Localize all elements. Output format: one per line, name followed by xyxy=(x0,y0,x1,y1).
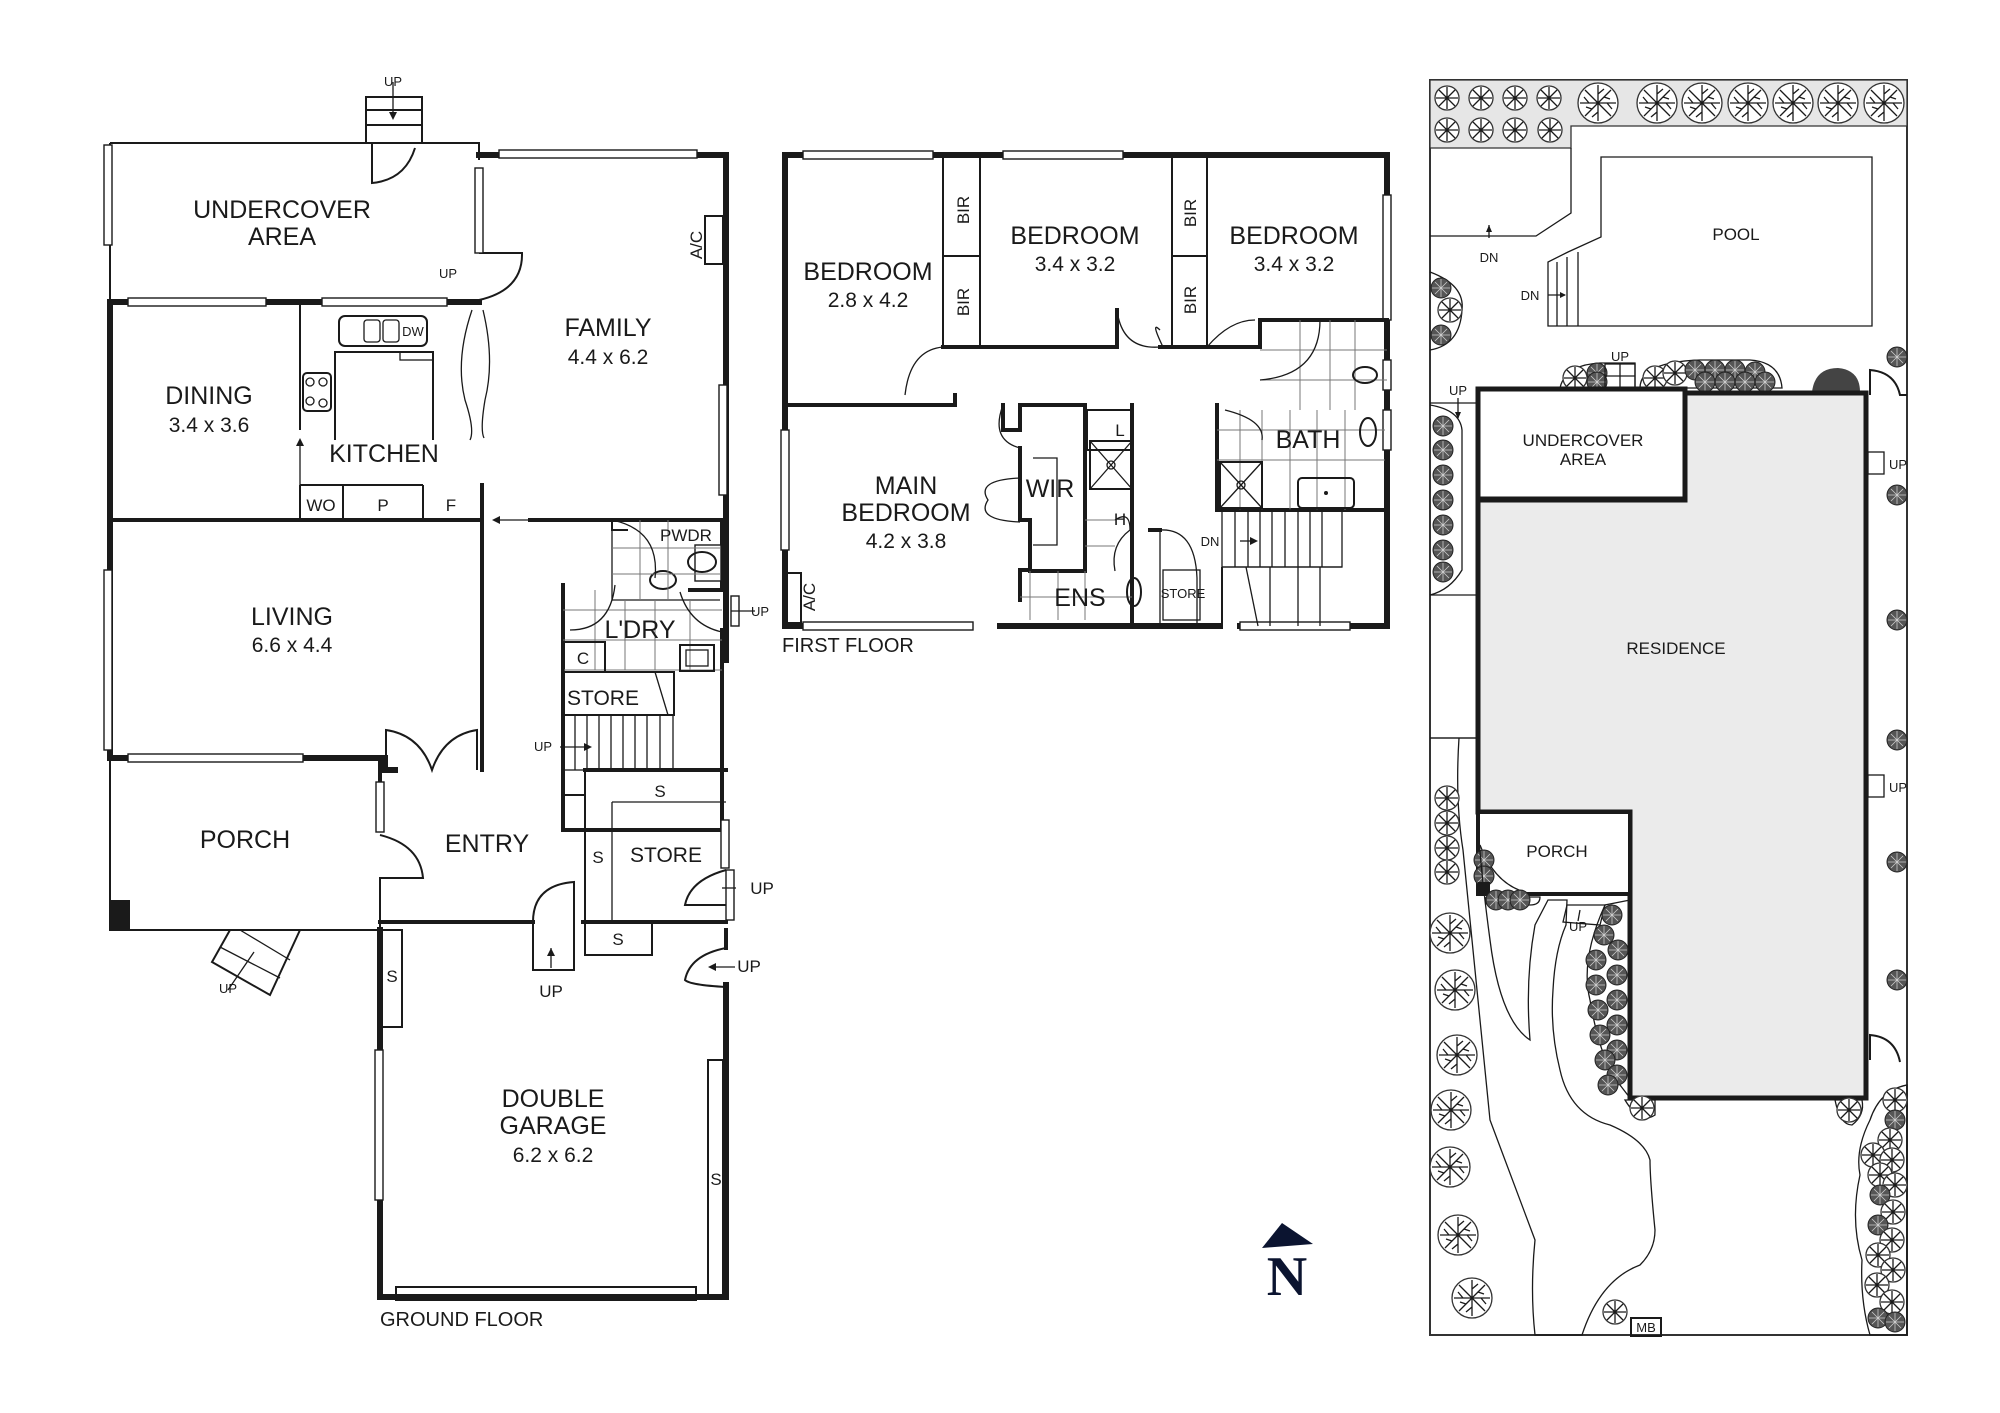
site-stair-dn-1: DN xyxy=(1480,250,1499,265)
north-arrow-icon xyxy=(1262,1223,1313,1248)
room-label-ens: ENS xyxy=(1054,584,1105,612)
room-dims-living: 6.6 x 4.4 xyxy=(252,634,333,657)
site-label-mailbox: MB xyxy=(1636,1320,1656,1335)
first-floor-caption: FIRST FLOOR xyxy=(782,635,914,657)
room-label-bedroom-4: BEDROOM xyxy=(1229,222,1358,250)
site-label-undercover-2: AREA xyxy=(1560,450,1607,469)
room-label-pwdr: PWDR xyxy=(660,526,712,545)
fixture-dw: DW xyxy=(402,324,424,339)
fixture-bir-1: BIR xyxy=(954,196,973,224)
first-floor-labels: BEDROOM 2.8 x 4.2 BEDROOM 3.4 x 3.2 BEDR… xyxy=(782,196,1359,657)
room-label-living: LIVING xyxy=(251,603,333,631)
room-label-entry: ENTRY xyxy=(445,830,530,858)
site-stair-up-2: UP xyxy=(1449,383,1467,398)
room-label-undercover-2: AREA xyxy=(248,223,316,251)
site-plan-labels: POOL UNDERCOVER AREA RESIDENCE PORCH MB … xyxy=(1449,225,1907,1335)
room-dims-dining: 3.4 x 3.6 xyxy=(169,414,250,437)
ground-floor-caption: GROUND FLOOR xyxy=(380,1309,543,1331)
fixture-wo: WO xyxy=(306,496,335,515)
room-label-main-bedroom-2: BEDROOM xyxy=(841,499,970,527)
fixture-s-4: S xyxy=(386,967,397,986)
room-dims-family: 4.4 x 6.2 xyxy=(568,346,649,369)
room-label-store-2: STORE xyxy=(630,844,702,867)
room-label-porch: PORCH xyxy=(200,826,290,854)
room-label-store-ff: STORE xyxy=(1161,586,1206,601)
site-label-residence: RESIDENCE xyxy=(1626,639,1725,658)
fixture-linen: L xyxy=(1115,421,1124,440)
stair-up-laundry: UP xyxy=(751,604,769,619)
room-label-kitchen: KITCHEN xyxy=(329,440,439,468)
site-stair-dn-2: DN xyxy=(1521,288,1540,303)
fixture-h: H xyxy=(1114,510,1126,529)
stair-up-side: UP xyxy=(737,957,761,976)
room-label-dining: DINING xyxy=(165,382,253,410)
north-arrow: N xyxy=(1262,1223,1313,1308)
room-label-undercover: UNDERCOVER xyxy=(193,196,371,224)
room-label-garage: DOUBLE xyxy=(502,1085,605,1113)
room-dims-main-bedroom: 4.2 x 3.8 xyxy=(866,530,947,553)
stair-dn-first: DN xyxy=(1201,534,1220,549)
ground-floor-labels: UNDERCOVER AREA FAMILY 4.4 x 6.2 DINING … xyxy=(165,74,774,1331)
room-dims-bedroom-2: 2.8 x 4.2 xyxy=(828,289,909,312)
fixture-s-2: S xyxy=(592,848,603,867)
fixture-pantry: P xyxy=(377,496,388,515)
fixture-bir-4: BIR xyxy=(1181,286,1200,314)
fixture-s-5: S xyxy=(710,1170,721,1189)
room-label-family: FAMILY xyxy=(564,314,651,342)
fixture-bir-3: BIR xyxy=(1181,199,1200,227)
fixture-s-3: S xyxy=(612,930,623,949)
ground-floor-plan xyxy=(103,82,755,1301)
stair-up-undercover: UP xyxy=(439,266,457,281)
site-stair-up-1: UP xyxy=(1611,349,1629,364)
stair-up-store: UP xyxy=(750,879,774,898)
room-label-bedroom-3: BEDROOM xyxy=(1010,222,1139,250)
stair-up-garage: UP xyxy=(539,982,563,1001)
room-dims-garage: 6.2 x 6.2 xyxy=(513,1144,594,1167)
room-label-store-1: STORE xyxy=(567,687,639,710)
room-dims-bedroom-3: 3.4 x 3.2 xyxy=(1035,253,1116,276)
room-label-main-bedroom: MAIN xyxy=(875,472,938,500)
site-stair-up-5: UP xyxy=(1569,919,1587,934)
fixture-bir-2: BIR xyxy=(954,288,973,316)
fixture-c: C xyxy=(577,649,589,668)
site-stair-up-4: UP xyxy=(1889,780,1907,795)
stair-up-main: UP xyxy=(534,739,552,754)
first-floor-plan xyxy=(780,150,1392,631)
site-plan xyxy=(1429,79,1908,1337)
site-label-pool: POOL xyxy=(1712,225,1759,244)
stair-up-rear: UP xyxy=(384,74,402,89)
site-label-undercover: UNDERCOVER xyxy=(1523,431,1644,450)
fixture-s-1: S xyxy=(654,782,665,801)
ac-label-ground: A/C xyxy=(687,231,706,259)
fixture-fridge: F xyxy=(446,496,456,515)
room-label-laundry: L'DRY xyxy=(604,616,675,644)
room-dims-bedroom-4: 3.4 x 3.2 xyxy=(1254,253,1335,276)
site-stair-up-3: UP xyxy=(1889,457,1907,472)
site-label-porch: PORCH xyxy=(1526,842,1587,861)
ac-label-first: A/C xyxy=(800,583,819,611)
room-label-wir: WIR xyxy=(1026,475,1075,503)
north-letter: N xyxy=(1267,1246,1307,1308)
room-label-bath: BATH xyxy=(1276,426,1341,454)
stair-up-porch: UP xyxy=(219,981,237,996)
room-label-bedroom-2: BEDROOM xyxy=(803,258,932,286)
room-label-garage-2: GARAGE xyxy=(500,1112,607,1140)
